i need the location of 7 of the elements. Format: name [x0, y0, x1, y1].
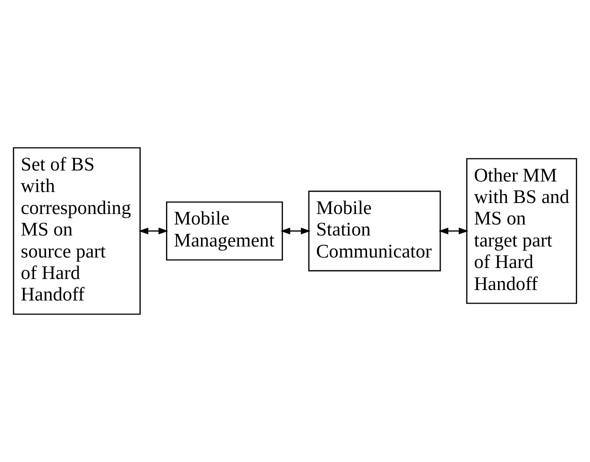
arrow	[280, 228, 311, 234]
node-box: Other MM with BS and MS on target part of Hard Handoff	[466, 158, 578, 304]
node-box: Mobile Station Communicator	[308, 190, 441, 272]
node-box: Set of BS with corresponding MS on source part of Hard Handoff	[12, 147, 141, 315]
arrow	[138, 228, 168, 234]
arrow	[438, 228, 468, 234]
node-box: Mobile Management	[166, 201, 283, 261]
